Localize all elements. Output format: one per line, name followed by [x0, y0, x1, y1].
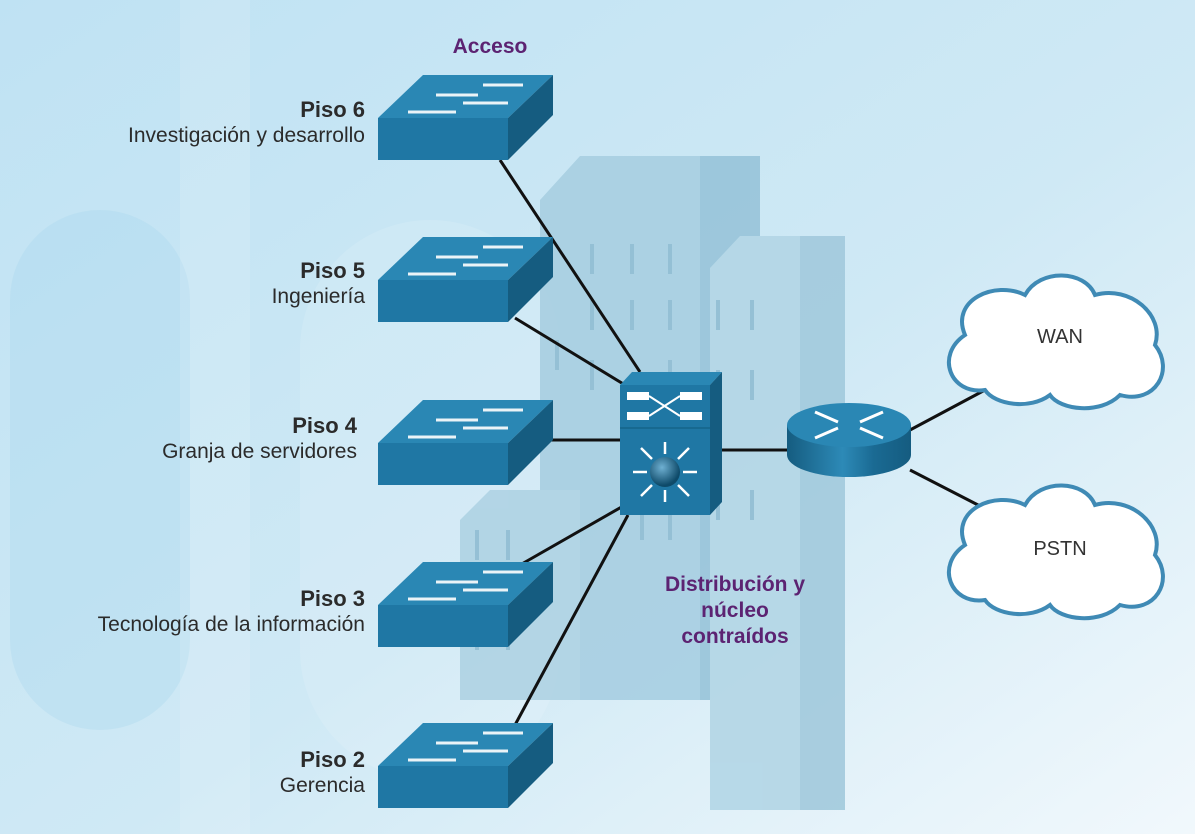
link-router-pstn — [909, 468, 981, 508]
floor-subtitle: Granja de servidores — [162, 440, 357, 463]
bg-pillar — [10, 210, 190, 730]
floor-title: Piso 3 — [300, 586, 365, 611]
links — [498, 159, 986, 726]
access-switch-icon — [378, 723, 553, 808]
cloud-pstn-icon: PSTN — [946, 483, 1165, 621]
access-switch-icon — [378, 237, 553, 322]
core-layer-label: Distribución y núcleo contraídos — [640, 572, 830, 650]
cloud-wan-label: WAN — [1037, 326, 1083, 348]
floor-subtitle: Gerencia — [279, 774, 365, 797]
floor-title: Piso 2 — [300, 747, 365, 772]
floor-subtitle: Investigación y desarrollo — [128, 124, 365, 147]
floor-title: Piso 4 — [292, 413, 357, 438]
link-piso6-core — [498, 159, 642, 373]
core-label-line: núcleo — [701, 599, 769, 622]
floor-label-piso4: Piso 4 Granja de servidores — [162, 413, 357, 465]
link-router-wan — [909, 388, 986, 432]
link-piso3-core — [519, 503, 626, 567]
cloud-pstn-label: PSTN — [1033, 538, 1086, 560]
link-piso5-core — [514, 316, 626, 387]
floor-label-piso5: Piso 5 Ingeniería — [272, 258, 365, 310]
cloud-wan-icon: WAN — [946, 273, 1165, 411]
access-switch-icon — [378, 562, 553, 647]
floor-subtitle: Tecnología de la información — [97, 613, 365, 636]
floor-subtitle: Ingeniería — [271, 285, 365, 308]
building-icon — [460, 156, 845, 810]
multilayer-switch-icon — [620, 372, 722, 515]
core-label-line: contraídos — [681, 625, 789, 648]
access-layer-label: Acceso — [452, 35, 528, 58]
floor-title: Piso 6 — [300, 97, 365, 122]
floor-label-piso2: Piso 2 Gerencia — [280, 747, 365, 799]
link-piso2-core — [513, 514, 630, 726]
router-icon — [787, 403, 911, 477]
access-switch-icon — [378, 400, 553, 485]
floor-title: Piso 5 — [300, 258, 365, 283]
floor-label-piso6: Piso 6 Investigación y desarrollo — [128, 97, 365, 149]
floor-label-piso3: Piso 3 Tecnología de la información — [98, 586, 365, 638]
core-label-line: Distribución y — [664, 573, 806, 596]
access-switch-icon — [378, 75, 553, 160]
